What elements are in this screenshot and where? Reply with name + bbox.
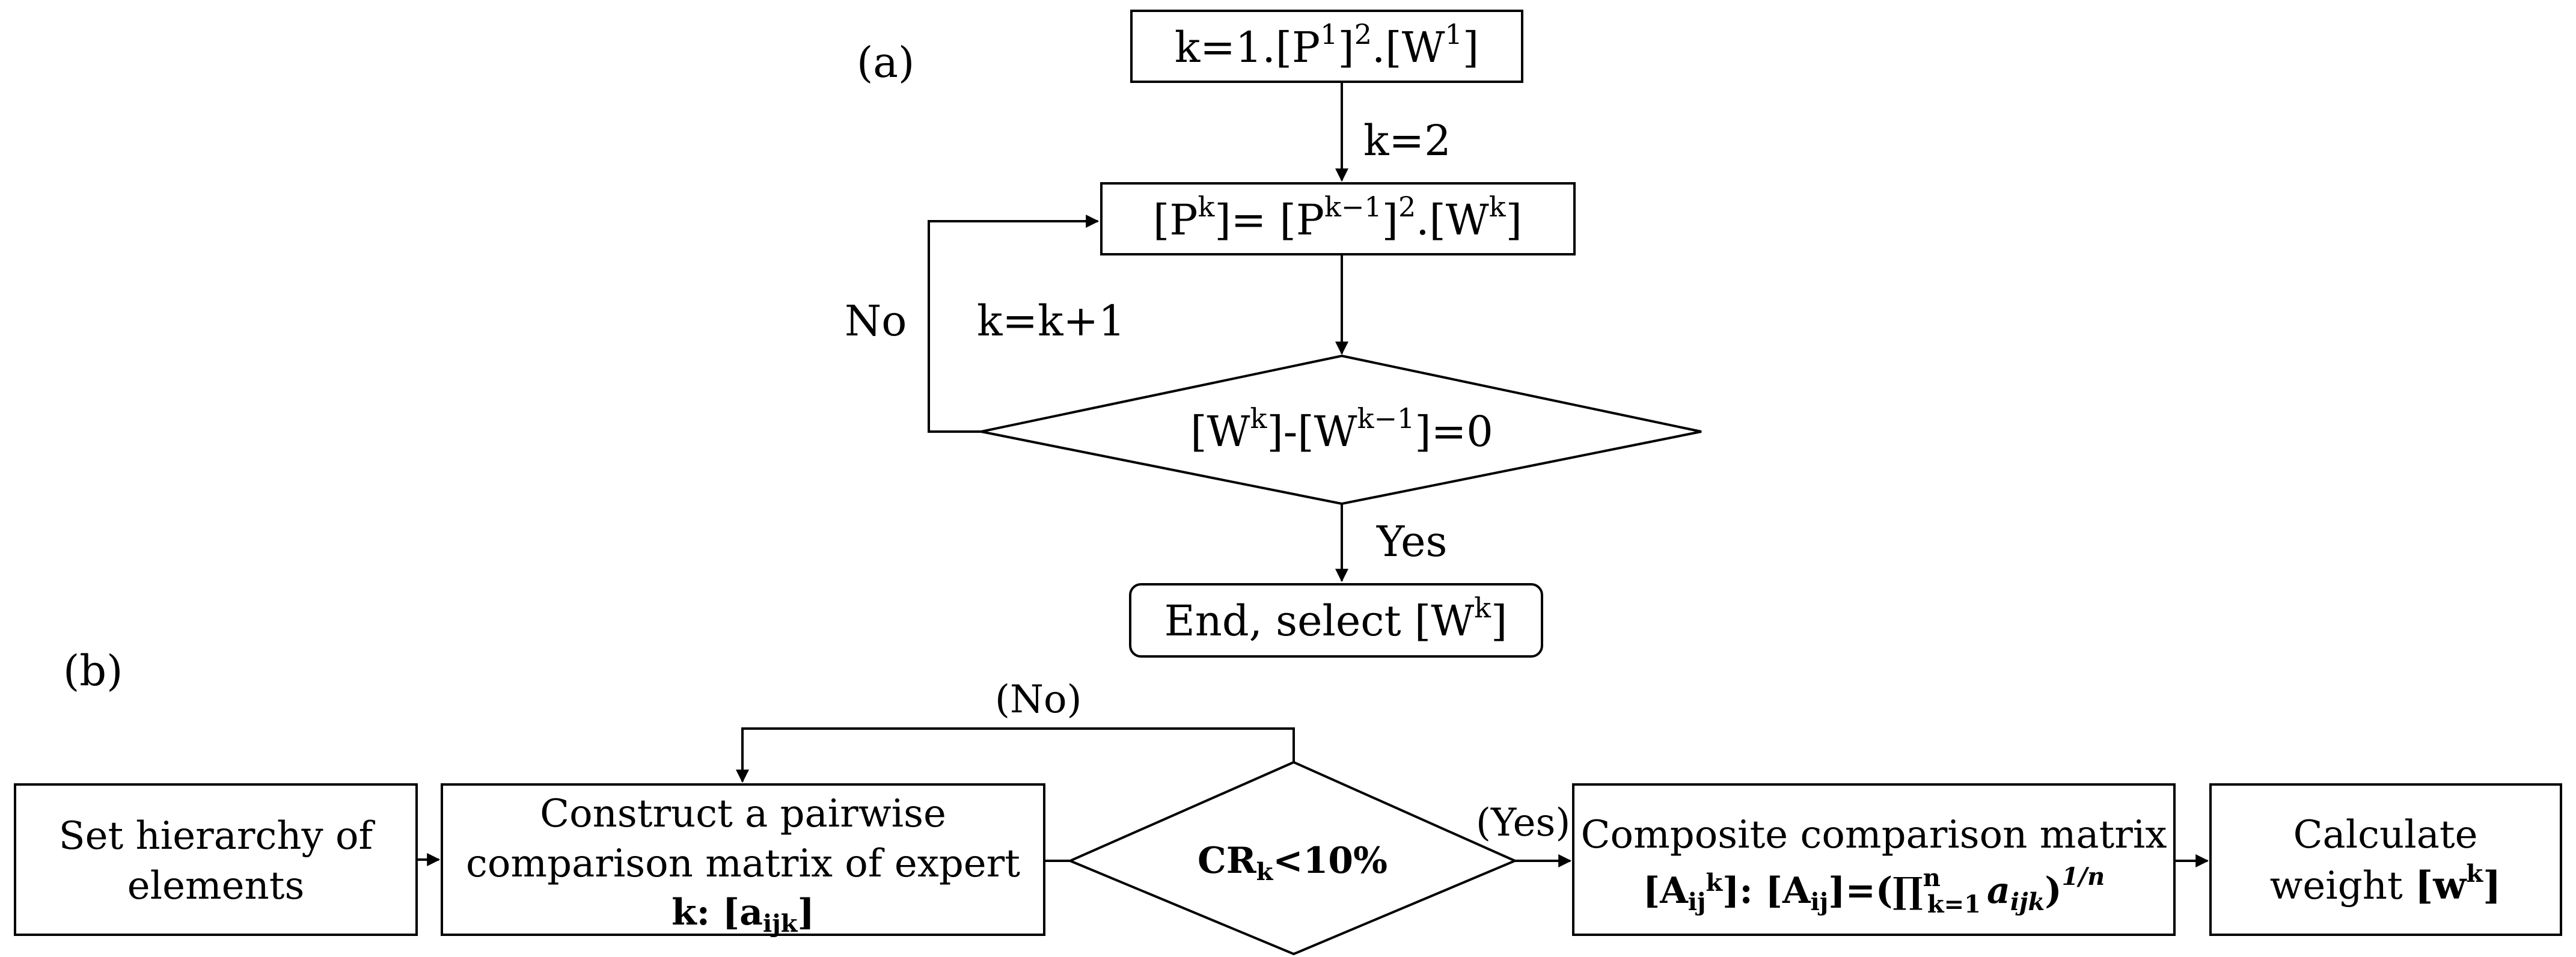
step-pairwise-line1: Construct a pairwise: [540, 792, 946, 836]
update-box-text: [Pk]= [Pk−1]2.[Wk]: [1153, 191, 1522, 245]
step-calculate-line1: Calculate: [2293, 813, 2478, 857]
yes-label-b: (Yes): [1476, 801, 1570, 845]
k2-label: k=2: [1363, 116, 1451, 165]
update-box: [1100, 182, 1576, 255]
step-set-hierarchy-line2: elements: [127, 864, 305, 908]
step-composite-matrix: [1572, 783, 2176, 936]
no-label-a: No: [845, 296, 907, 346]
panel-a-label: (a): [857, 38, 914, 87]
panel-b: (b) Set hierarchy of elements Construct …: [14, 646, 2562, 956]
step-set-hierarchy-line1: Set hierarchy of: [59, 814, 376, 858]
decision-diamond-b: [1066, 760, 1519, 956]
end-box: [1129, 583, 1543, 658]
no-loop-arrow: [928, 215, 1100, 433]
init-box: [1130, 10, 1523, 83]
decision-b-text: CRk<10%: [1198, 840, 1387, 886]
increment-label: k=k+1: [977, 296, 1125, 346]
panel-b-label: (b): [63, 646, 123, 696]
step-composite-line1: Composite comparison matrix: [1581, 813, 2167, 857]
yes-label-a: Yes: [1376, 517, 1447, 566]
panel-a: (a) k=1.[P1]2.[W1] k=2 [Pk]= [Pk−1]2.[Wk…: [845, 10, 1702, 658]
step-set-hierarchy: [14, 783, 418, 936]
decision-a-text: [Wk]-[Wk−1]=0: [1190, 402, 1493, 456]
step-calculate-weight: [2209, 783, 2562, 936]
init-box-text: k=1.[P1]2.[W1]: [1175, 18, 1479, 72]
step-pairwise-line3: k: [aijk]: [672, 891, 815, 938]
end-box-text: End, select [Wk]: [1164, 592, 1508, 646]
step-calculate-line2: weight [wk]: [2270, 860, 2501, 908]
no-label-b: (No): [995, 677, 1081, 722]
step-pairwise-line2: comparison matrix of expert: [466, 842, 1020, 886]
no-loop-arrow-b: [736, 727, 1295, 783]
